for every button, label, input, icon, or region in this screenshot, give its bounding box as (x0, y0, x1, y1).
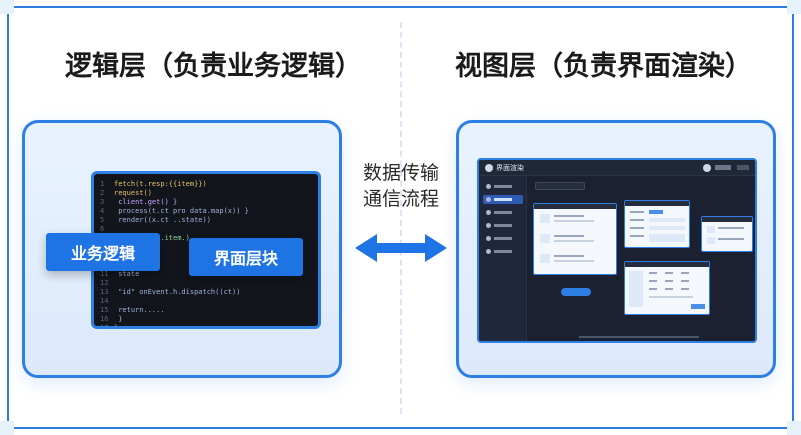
header-placeholder (737, 165, 749, 170)
code-line: 4 process(t.ct pro data.map(x)) } (100, 207, 249, 215)
code-line: 5 render((x.ct ..state)) (100, 216, 211, 224)
data-transfer-label: 数据传输 通信流程 (355, 160, 447, 212)
screen-search-box (535, 182, 585, 190)
sidebar-item (483, 221, 523, 230)
ui-screen-illustration: 界面渲染 (477, 158, 757, 343)
screen-sidebar (479, 176, 527, 341)
screen-brand-title: 界面渲染 (496, 164, 524, 172)
screen-scrollbar (579, 336, 699, 338)
corner-decoration (0, 421, 14, 435)
form-window (624, 200, 690, 248)
corner-decoration (787, 421, 801, 435)
sidebar-item (483, 247, 523, 256)
card-window (533, 203, 617, 275)
sidebar-item (483, 182, 523, 191)
corner-decoration (787, 0, 801, 14)
info-window (701, 216, 753, 252)
app-logo-icon (485, 164, 493, 172)
view-layer-title: 视图层（负责界面渲染） (455, 51, 752, 82)
center-divider (400, 22, 402, 414)
code-line: 14 (100, 297, 109, 305)
view-layer-panel: 界面渲染 (456, 120, 776, 378)
table-window (624, 261, 710, 315)
business-logic-tag: 业务逻辑 (46, 233, 160, 271)
ui-layer-block-tag: 界面层块 (189, 238, 303, 276)
code-line: 12 (100, 279, 109, 287)
code-line: 6 (100, 225, 105, 233)
header-placeholder (715, 165, 731, 170)
logic-layer-title: 逻辑层（负责业务逻辑） (65, 51, 362, 82)
sidebar-item (483, 208, 523, 217)
data-transfer-line1: 数据传输 (362, 162, 439, 184)
screen-top-bar: 界面渲染 (479, 160, 755, 176)
code-line: 13 "id" onEvent.h.dispatch((ct)) (100, 288, 241, 296)
code-line: 11 state (100, 270, 140, 278)
code-line: 17} (100, 324, 119, 329)
user-avatar-icon (703, 164, 711, 172)
code-line: 15 return..... (100, 306, 165, 314)
corner-decoration (0, 0, 14, 14)
code-line: 16 } (100, 315, 123, 323)
double-arrow-icon (355, 234, 447, 262)
sidebar-item-active (483, 195, 523, 204)
data-transfer-line2: 通信流程 (362, 188, 439, 210)
screen-action-button (561, 288, 591, 296)
code-line: 3 client.get() } (100, 198, 178, 206)
sidebar-item (483, 234, 523, 243)
